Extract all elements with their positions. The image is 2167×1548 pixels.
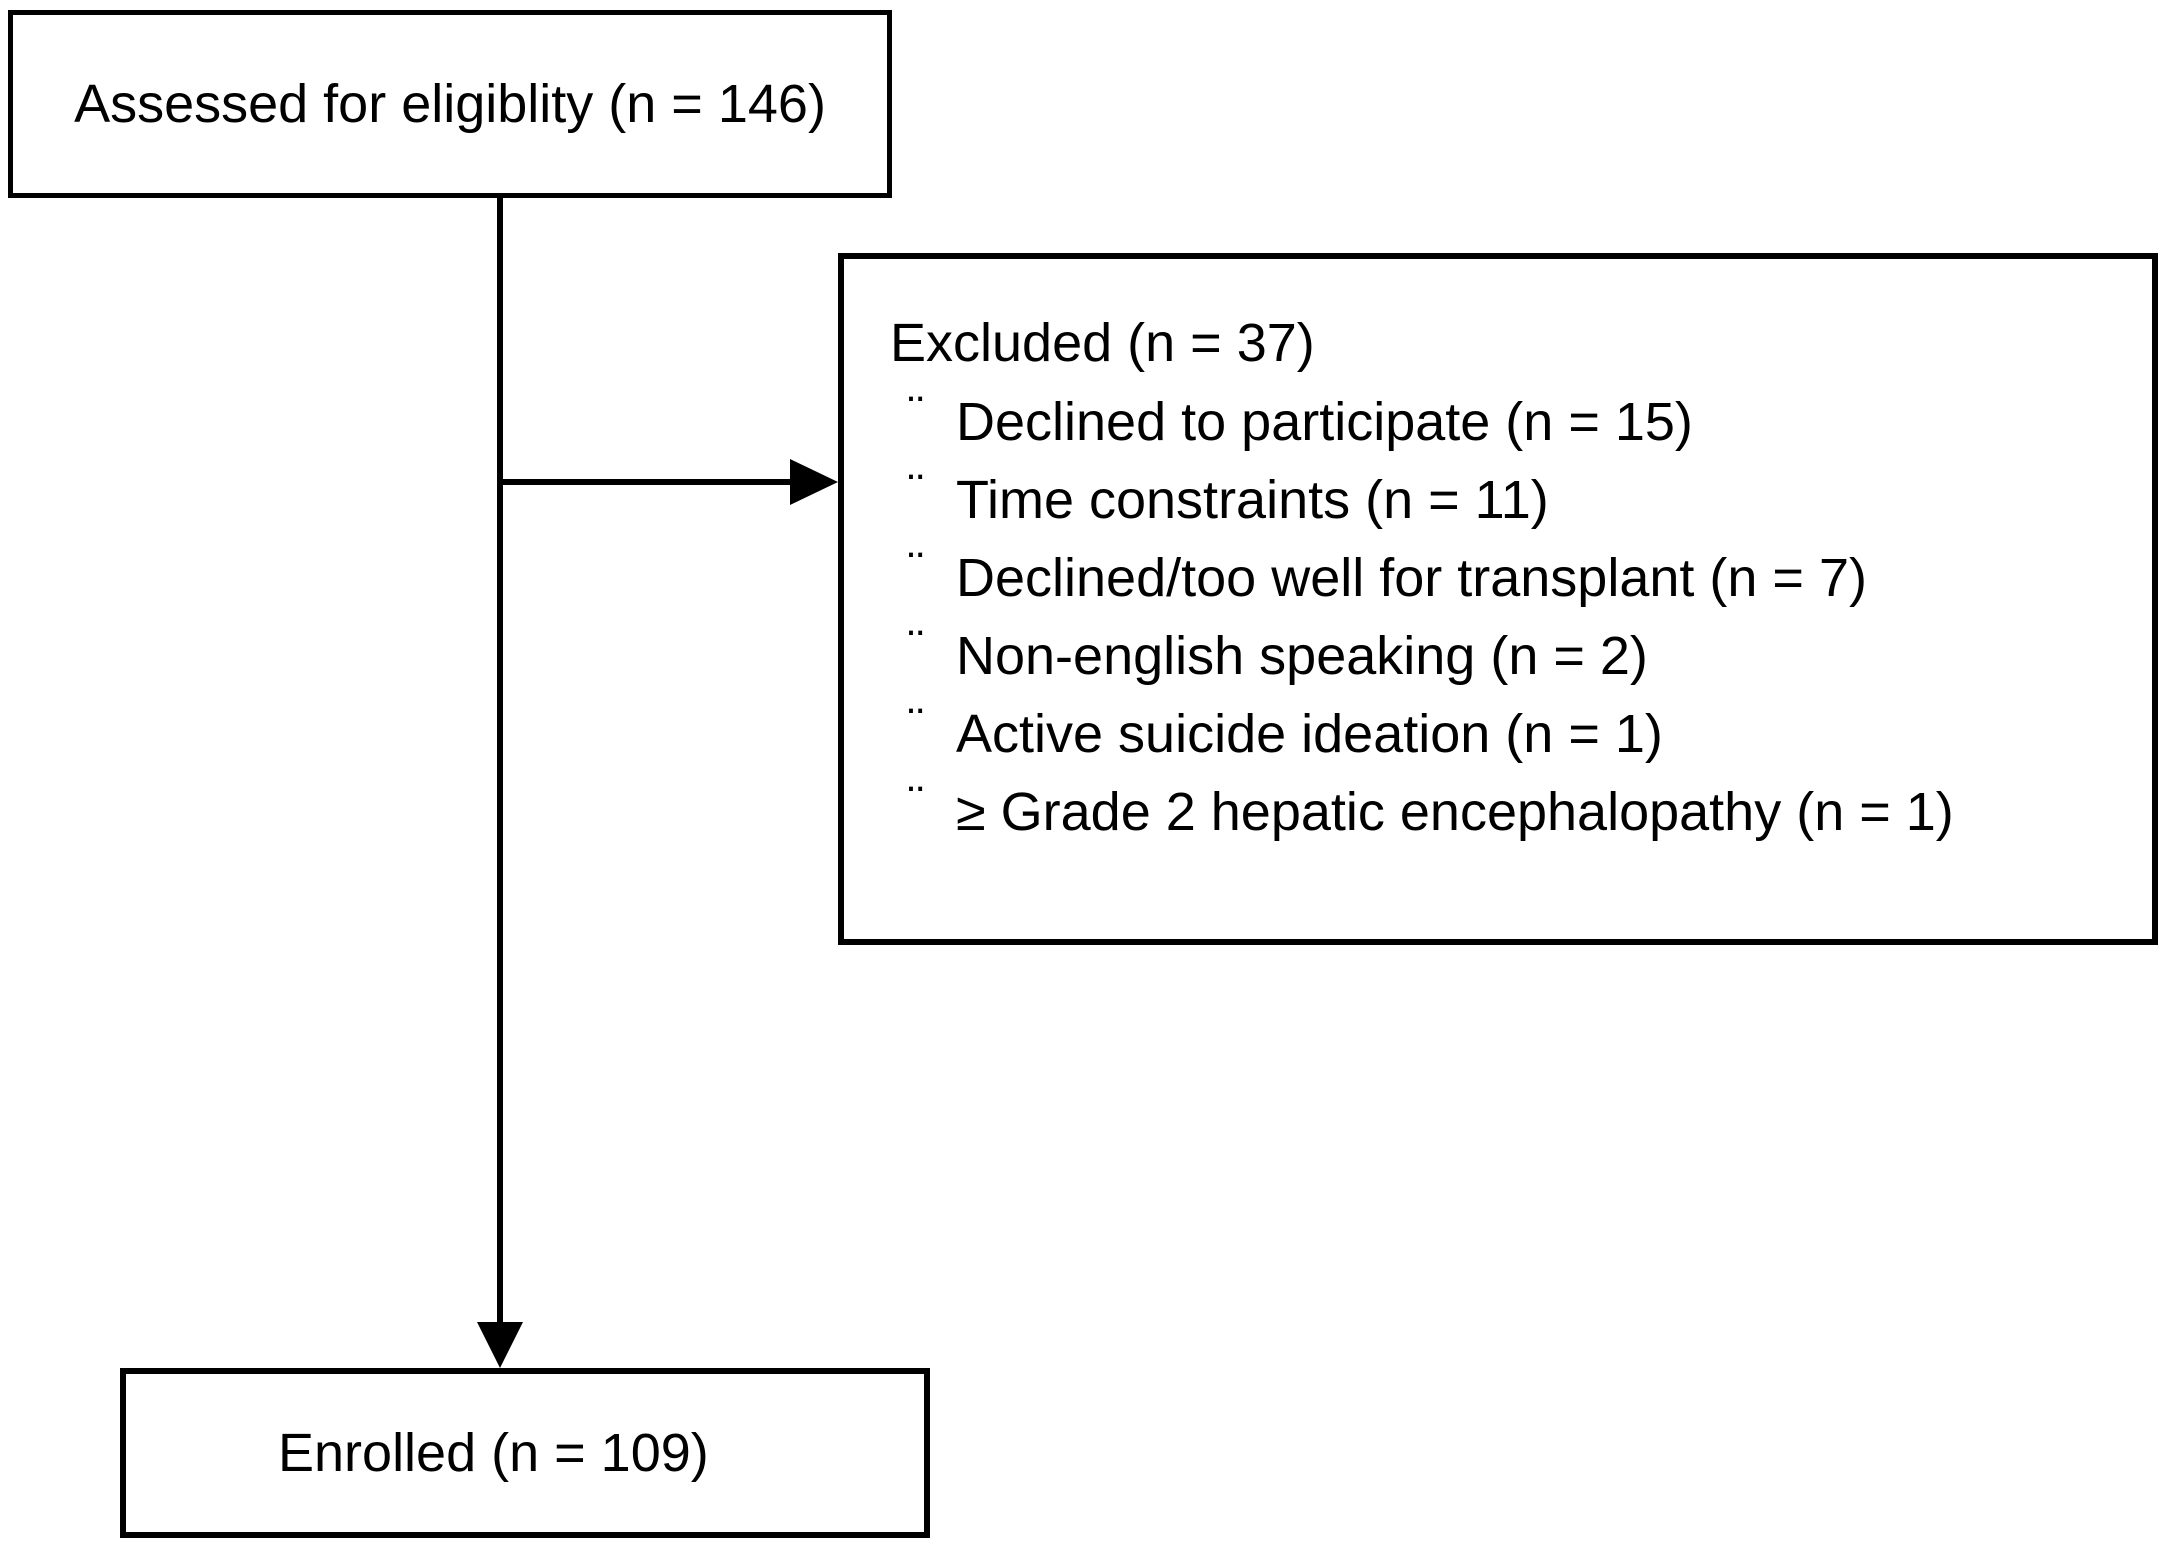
assessed-for-eligibility-box: Assessed for eligiblity (n = 146) xyxy=(8,10,892,198)
excluded-reason-row: ¨ Declined/too well for transplant (n = … xyxy=(890,539,2128,617)
down-arrowhead-icon xyxy=(477,1322,523,1368)
excluded-reason-row: ¨ Active suicide ideation (n = 1) xyxy=(890,695,2128,773)
bullet-icon: ¨ xyxy=(908,388,924,441)
excluded-reason-label: Time constraints (n = 11) xyxy=(956,470,1549,530)
excluded-title: Excluded (n = 37) xyxy=(890,313,1315,373)
excluded-reason-row: ¨ Declined to participate (n = 15) xyxy=(890,383,2128,461)
bullet-icon: ¨ xyxy=(908,544,924,597)
horizontal-connector-line xyxy=(500,479,792,485)
bullet-icon: ¨ xyxy=(908,778,924,831)
vertical-connector-line xyxy=(497,198,503,1328)
enrolled-box: Enrolled (n = 109) xyxy=(120,1368,930,1538)
excluded-reason-row: ¨ Time constraints (n = 11) xyxy=(890,461,2128,539)
bullet-icon: ¨ xyxy=(908,700,924,753)
excluded-reason-label: Declined to participate (n = 15) xyxy=(956,392,1693,452)
excluded-reason-label: ≥ Grade 2 hepatic encephalopathy (n = 1) xyxy=(956,782,1954,842)
excluded-box: Excluded (n = 37) ¨ Declined to particip… xyxy=(838,253,2158,945)
bullet-icon: ¨ xyxy=(908,466,924,519)
excluded-reason-label: Active suicide ideation (n = 1) xyxy=(956,704,1663,764)
excluded-reason-label: Non-english speaking (n = 2) xyxy=(956,626,1648,686)
excluded-reason-list: ¨ Declined to participate (n = 15) ¨ Tim… xyxy=(890,383,2128,851)
bullet-icon: ¨ xyxy=(908,622,924,675)
right-arrowhead-icon xyxy=(790,459,838,505)
excluded-reason-row: ¨ ≥ Grade 2 hepatic encephalopathy (n = … xyxy=(890,773,2128,851)
excluded-reason-label: Declined/too well for transplant (n = 7) xyxy=(956,548,1867,608)
excluded-reason-row: ¨ Non-english speaking (n = 2) xyxy=(890,617,2128,695)
